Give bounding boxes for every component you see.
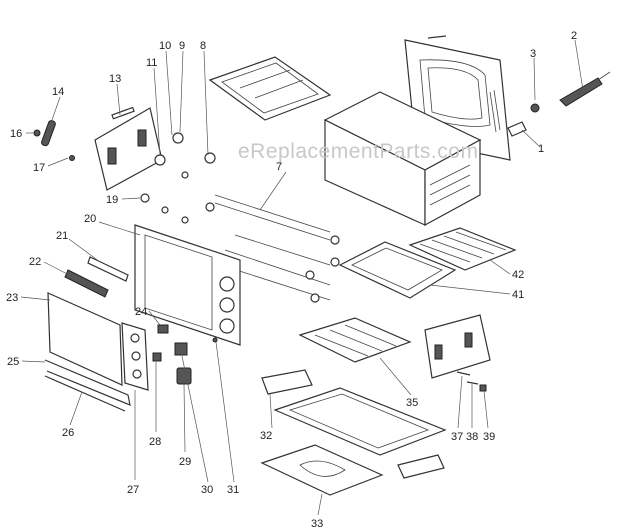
crumb-rack: [298, 317, 412, 363]
power-cord-assembly: [559, 71, 611, 107]
right-side-panel: [424, 314, 491, 379]
door-glass: [47, 292, 123, 386]
knob-nut: [530, 103, 540, 113]
wire-rack: [408, 227, 517, 271]
callout-26: 26: [62, 427, 74, 439]
callout-14: 14: [52, 86, 64, 98]
callout-39: 39: [483, 431, 495, 443]
callout-24: 24: [135, 306, 147, 318]
callout-22: 22: [29, 256, 41, 268]
bottom-tray: [273, 387, 447, 456]
heating-elements: [214, 194, 340, 303]
screw: [33, 129, 41, 137]
callout-17: 17: [33, 162, 45, 174]
callout-42: 42: [512, 269, 524, 281]
callout-35: 35: [406, 397, 418, 409]
callout-41: 41: [512, 289, 524, 301]
callout-7: 7: [276, 161, 282, 173]
callouts: 1 2 3 7 8 9 10 11 13 14 16 17 19 20 21 2…: [6, 30, 577, 530]
door-frame-bottom: [44, 359, 131, 412]
switch: [157, 324, 169, 334]
callout-27: 27: [127, 484, 139, 496]
callout-19: 19: [106, 194, 118, 206]
callout-13: 13: [109, 73, 121, 85]
control-panel: [121, 322, 149, 391]
pin: [466, 381, 479, 385]
timer-module: [174, 342, 188, 356]
fittings: [140, 171, 215, 224]
control-knob: [204, 152, 216, 164]
callout-33: 33: [311, 518, 323, 530]
callout-23: 23: [6, 292, 18, 304]
baking-pan: [338, 241, 457, 299]
callout-37: 37: [451, 431, 463, 443]
callout-21: 21: [56, 230, 68, 242]
callout-9: 9: [179, 40, 185, 52]
leader-lines: [20, 39, 584, 516]
watermark: eReplacementParts.com: [238, 140, 478, 163]
callout-32: 32: [260, 430, 272, 442]
side-handle: [41, 120, 56, 147]
door-handle: [64, 269, 109, 298]
pin: [456, 371, 471, 376]
top-cover-panel: [208, 56, 332, 121]
callout-20: 20: [84, 213, 96, 225]
right-foot: [397, 454, 445, 479]
callout-2: 2: [571, 30, 577, 42]
callout-11: 11: [146, 57, 157, 69]
callout-8: 8: [200, 40, 206, 52]
front-frame: [134, 224, 241, 346]
callout-16: 16: [10, 128, 22, 140]
left-foot: [261, 369, 313, 395]
callout-10: 10: [159, 40, 171, 52]
pin: [479, 384, 487, 392]
callout-30: 30: [201, 484, 213, 496]
control-knob: [154, 154, 166, 166]
callout-1: 1: [538, 143, 544, 155]
screw: [69, 155, 75, 161]
callout-31: 31: [227, 484, 239, 496]
heating-pin: [507, 121, 527, 137]
left-side-panel: [94, 106, 163, 191]
switch: [152, 352, 162, 362]
callout-29: 29: [179, 456, 191, 468]
timer-knob: [176, 367, 192, 385]
callout-28: 28: [149, 436, 161, 448]
door-bar: [87, 256, 129, 282]
control-knob: [172, 132, 184, 144]
callout-38: 38: [466, 431, 478, 443]
oven-housing: [323, 91, 482, 227]
callout-25: 25: [7, 356, 19, 368]
callout-3: 3: [530, 48, 536, 60]
screw: [212, 337, 218, 343]
crumb-tray: [260, 444, 384, 496]
